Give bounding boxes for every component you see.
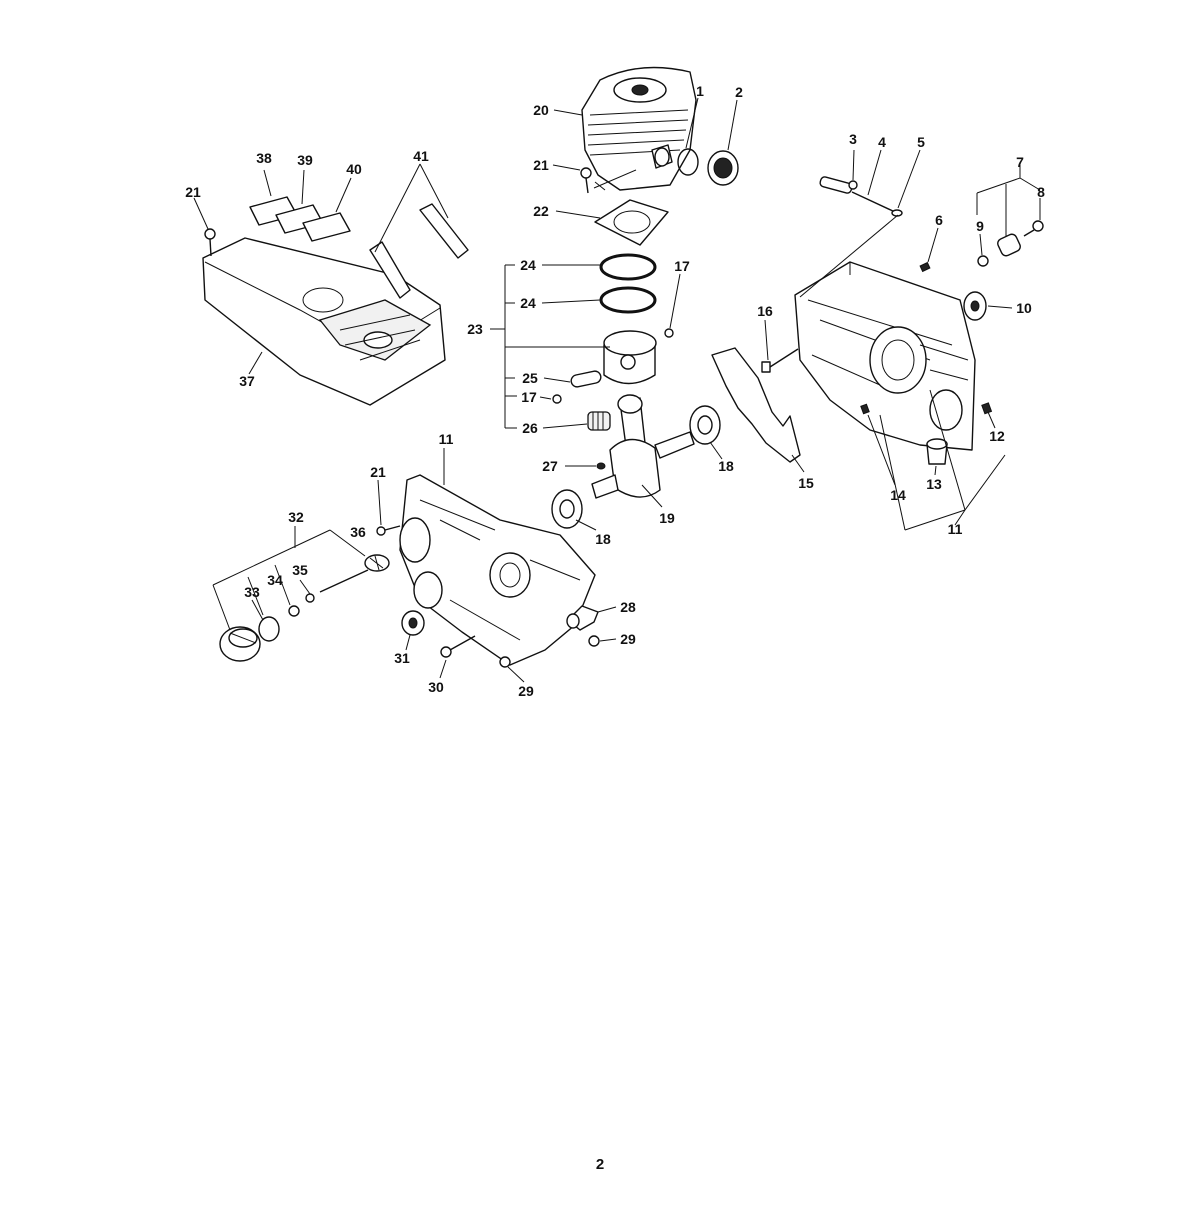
callout-label: 38: [256, 150, 272, 166]
screw-part: [580, 167, 592, 194]
piston-pin-part: [570, 370, 602, 388]
cylinder-gasket-part: [594, 199, 669, 246]
dowel-part: [981, 402, 993, 415]
leader-lines: [193, 97, 1041, 683]
callout-label: 18: [595, 531, 611, 547]
callout-label: 36: [350, 524, 366, 540]
callout-label: 2: [735, 84, 743, 100]
callout-label: 34: [267, 572, 283, 588]
callout-label: 39: [297, 152, 313, 168]
callout-label: 13: [926, 476, 942, 492]
callout-label: 1: [696, 83, 704, 99]
callout-label: 24: [520, 295, 536, 311]
callout-label: 12: [989, 428, 1005, 444]
circlip-part: [552, 394, 562, 404]
callout-label: 11: [439, 431, 454, 447]
seal-part: [401, 610, 425, 636]
chain-guide-part: [369, 203, 469, 299]
callout-label: 23: [467, 321, 483, 337]
tank-cap-part: [219, 626, 261, 662]
callout-label: 8: [1037, 184, 1045, 200]
callout-label: 28: [620, 599, 636, 615]
decal-part: [249, 196, 351, 242]
intake-adapter-part: [707, 150, 739, 186]
callout-label: 29: [518, 683, 534, 699]
callout-label: 33: [244, 584, 260, 600]
key-part: [596, 462, 606, 470]
cylinder-part: [581, 66, 697, 191]
o-ring-part: [677, 148, 699, 176]
callout-label: 41: [413, 148, 429, 164]
callout-label: 22: [533, 203, 549, 219]
callout-label: 40: [346, 161, 362, 177]
callout-label: 4: [878, 134, 886, 150]
nut-part: [288, 605, 300, 617]
callout-label: 5: [917, 134, 925, 150]
piston-part: [603, 330, 657, 385]
piston-ring-part: [599, 286, 657, 314]
ball-bearing-part: [689, 405, 721, 445]
crankcase-half-right-part: [794, 261, 976, 451]
screw-part: [305, 593, 315, 603]
cylinder-cover-part: [202, 237, 446, 406]
callout-label: 27: [542, 458, 558, 474]
callout-label: 3: [849, 131, 857, 147]
callout-label: 37: [239, 373, 255, 389]
callout-label: 15: [798, 475, 814, 491]
crankcase-half-left-part: [399, 474, 596, 666]
callout-label: 6: [935, 212, 943, 228]
piston-ring-part: [599, 253, 657, 281]
callout-label: 7: [1016, 154, 1024, 170]
callout-label: 16: [757, 303, 773, 319]
screw-part: [376, 525, 401, 536]
dowel-part: [860, 403, 870, 415]
callout-label: 21: [533, 157, 549, 173]
circlip-part: [664, 328, 674, 338]
screw-part: [1023, 220, 1044, 237]
callout-label: 25: [522, 370, 538, 386]
dowel-part: [919, 261, 931, 273]
needle-bearing-part: [587, 411, 611, 431]
callout-label: 32: [288, 509, 304, 525]
callout-label: 19: [659, 510, 675, 526]
page-number: 2: [595, 1156, 605, 1173]
callout-label: 11: [948, 521, 963, 537]
washer-part: [977, 255, 989, 267]
callout-label: 29: [620, 631, 636, 647]
rubber-buffer-part: [926, 438, 948, 465]
callout-label: 9: [976, 218, 984, 234]
crankcase-gasket-part: [711, 347, 801, 463]
emblem-part: [364, 554, 390, 572]
screw-part: [204, 228, 216, 257]
callout-label: 31: [394, 650, 410, 666]
callout-label: 10: [1016, 300, 1032, 316]
o-ring-part: [258, 616, 280, 642]
bracket-part: [566, 605, 599, 631]
callout-label: 35: [292, 562, 308, 578]
callout-label: 18: [718, 458, 734, 474]
callout-label: 24: [520, 257, 536, 273]
callout-label: 20: [533, 102, 549, 118]
callout-label: 26: [522, 420, 538, 436]
callout-label: 17: [674, 258, 690, 274]
callout-label: 21: [370, 464, 386, 480]
screw-part: [499, 656, 511, 668]
screw-part: [588, 635, 600, 647]
callout-label: 14: [890, 487, 906, 503]
bolt-part: [440, 635, 476, 658]
ball-bearing-part: [551, 489, 583, 529]
sleeve-part: [997, 233, 1021, 257]
pin-part: [319, 569, 369, 593]
callout-label: 21: [185, 184, 201, 200]
chain-tensioner-part: [819, 176, 903, 217]
seal-part: [963, 291, 987, 321]
bolt-part: [761, 348, 799, 373]
callout-label: 17: [521, 389, 537, 405]
callout-label: 30: [428, 679, 444, 695]
crankshaft-part: [591, 394, 695, 499]
